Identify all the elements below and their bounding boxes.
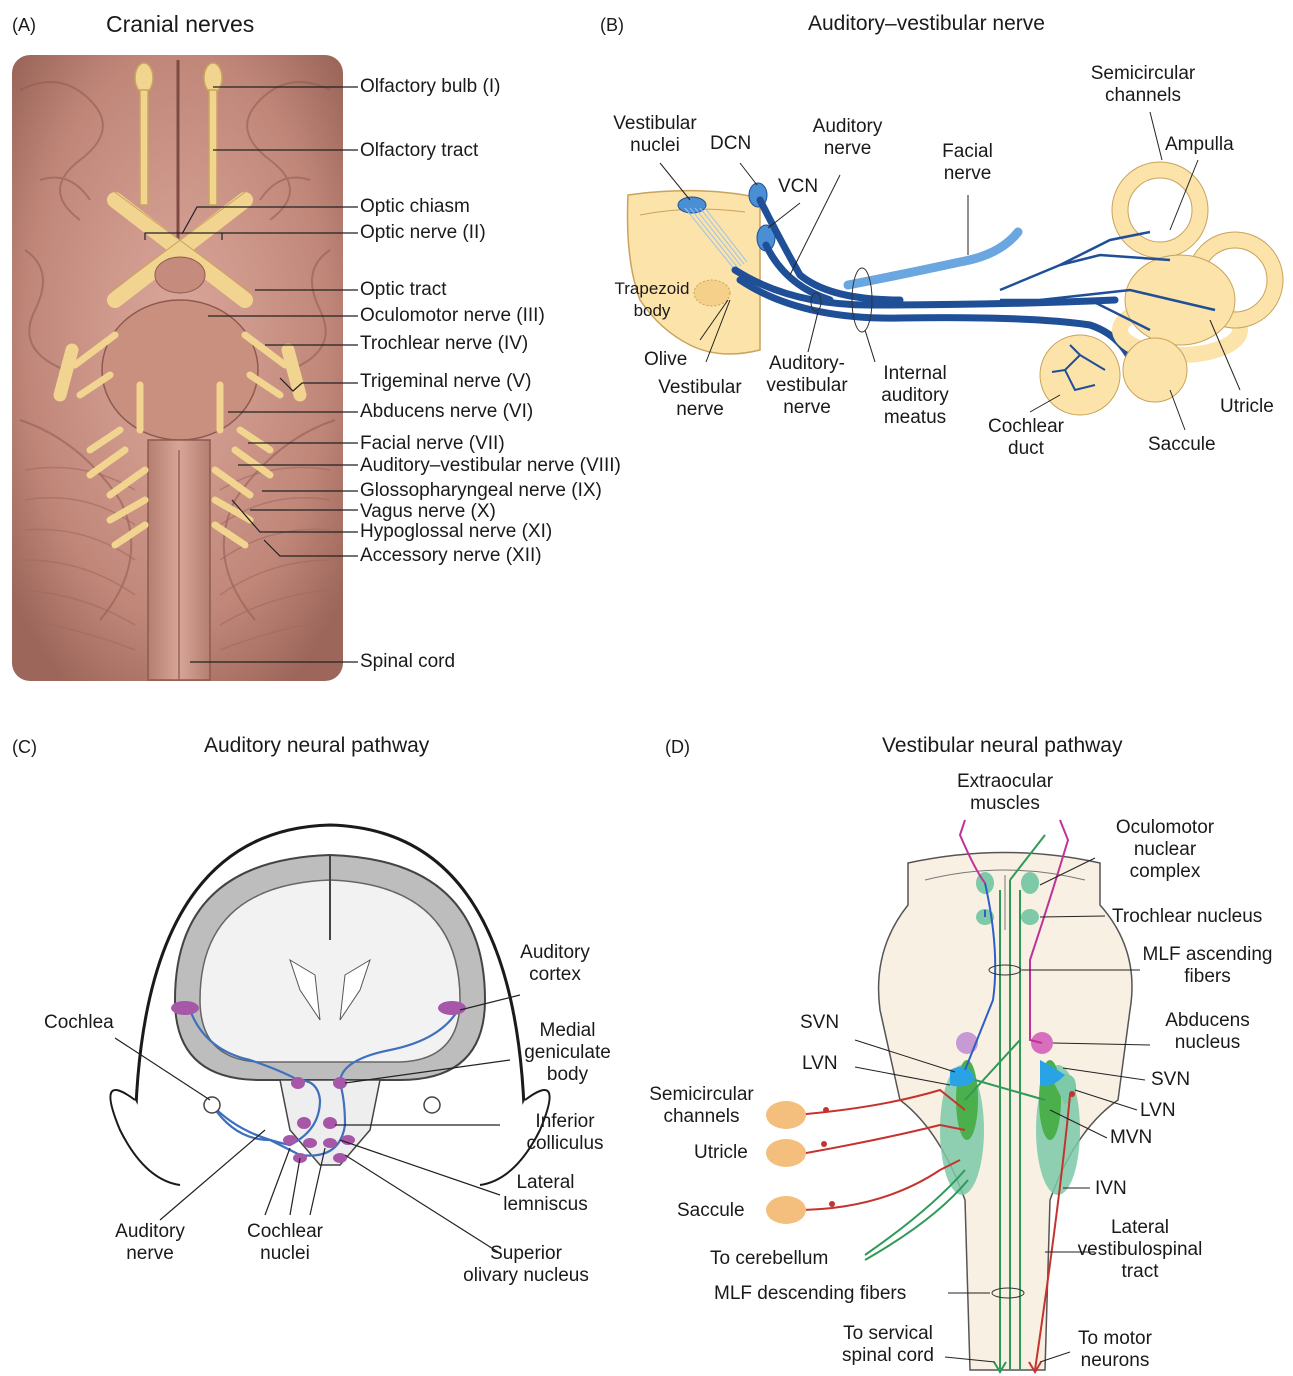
label-saccule-d: Saccule: [677, 1200, 745, 1222]
label-auditory-vestibular-nerve-b: Auditory- vestibular nerve: [752, 353, 862, 419]
label-abducens-nerve: Abducens nerve (VI): [360, 401, 533, 423]
label-facial-nerve: Facial nerve (VII): [360, 433, 505, 455]
label-utricle-b: Utricle: [1220, 396, 1274, 418]
panel-d-letter: (D): [665, 736, 690, 758]
label-vcn: VCN: [778, 176, 818, 198]
label-oculomotor-nerve: Oculomotor nerve (III): [360, 305, 545, 327]
label-trochlear-nucleus: Trochlear nucleus: [1112, 906, 1262, 928]
label-cochlear-duct: Cochlear duct: [976, 416, 1076, 460]
label-abducens-nucleus: Abducens nucleus: [1150, 1010, 1265, 1054]
facial-nerve-shape: [848, 232, 1018, 285]
panel-c-illustration: [110, 825, 549, 1185]
saccule-organ: [766, 1196, 806, 1224]
label-inferior-colliculus: Inferior colliculus: [505, 1111, 625, 1155]
label-olfactory-tract: Olfactory tract: [360, 140, 478, 162]
semicircular-organ: [766, 1101, 806, 1129]
label-glossopharyngeal-nerve: Glossopharyngeal nerve (IX): [360, 480, 602, 502]
mammillary-bodies: [155, 257, 205, 293]
label-facial-nerve-b: Facial nerve: [925, 141, 1010, 185]
panel-c-title: Auditory neural pathway: [204, 734, 429, 758]
label-lateral-lemniscus: Lateral lemniscus: [488, 1172, 603, 1216]
label-optic-tract: Optic tract: [360, 279, 447, 301]
label-saccule-b: Saccule: [1148, 434, 1216, 456]
label-olive: Olive: [644, 349, 687, 371]
label-olfactory-bulb: Olfactory bulb (I): [360, 76, 500, 98]
label-to-cerebellum: To cerebellum: [710, 1248, 828, 1270]
label-trapezoid-body: Trapezoid body: [602, 278, 702, 322]
label-auditory-cortex: Auditory cortex: [500, 942, 610, 986]
label-trigeminal-nerve: Trigeminal nerve (V): [360, 371, 531, 393]
label-svn-right: SVN: [1151, 1069, 1190, 1091]
utricle-organ: [766, 1139, 806, 1167]
label-auditory-nerve-c: Auditory nerve: [100, 1221, 200, 1265]
label-spinal-cord: Spinal cord: [360, 651, 455, 673]
label-semicircular-channels-b: Semicircular channels: [1078, 63, 1208, 107]
label-semicircular-channels-d: Semicircular channels: [634, 1084, 769, 1128]
label-optic-nerve: Optic nerve (II): [360, 222, 486, 244]
label-hypoglossal-nerve: Hypoglossal nerve (XI): [360, 521, 552, 543]
label-vagus-nerve: Vagus nerve (X): [360, 501, 496, 523]
right-cochlea-icon: [424, 1097, 440, 1113]
panel-c-letter: (C): [12, 736, 37, 758]
label-superior-olivary-nucleus: Superior olivary nucleus: [446, 1243, 606, 1287]
label-optic-chiasm: Optic chiasm: [360, 196, 470, 218]
label-cochlear-nuclei: Cochlear nuclei: [230, 1221, 340, 1265]
left-cochlea-icon: [204, 1097, 220, 1113]
label-trochlear-nerve: Trochlear nerve (IV): [360, 333, 528, 355]
panel-d-title: Vestibular neural pathway: [882, 734, 1123, 758]
pons: [102, 300, 258, 440]
label-lvn-right: LVN: [1140, 1100, 1176, 1122]
label-extraocular-muscles: Extraocular muscles: [940, 771, 1070, 815]
panel-a-brain-illustration: [12, 55, 343, 681]
utricle-shape: [1125, 255, 1235, 345]
label-medial-geniculate-body: Medial geniculate body: [505, 1020, 630, 1086]
label-utricle-d: Utricle: [694, 1142, 748, 1164]
label-mlf-ascending-fibers: MLF ascending fibers: [1130, 944, 1285, 988]
label-ampulla: Ampulla: [1165, 134, 1234, 156]
label-auditory-vestibular-nerve: Auditory–vestibular nerve (VIII): [360, 455, 621, 477]
label-lateral-vestibulospinal-tract: Lateral vestibulospinal tract: [1060, 1217, 1220, 1283]
label-to-servical-spinal-cord: To servical spinal cord: [828, 1323, 948, 1367]
label-ivn: IVN: [1095, 1178, 1127, 1200]
label-to-motor-neurons: To motor neurons: [1060, 1328, 1170, 1372]
panel-a-letter: (A): [12, 14, 36, 36]
label-accessory-nerve: Accessory nerve (XII): [360, 545, 542, 567]
cochlea-shape: [1040, 335, 1120, 415]
label-cochlea: Cochlea: [44, 1012, 114, 1034]
label-vestibular-nerve: Vestibular nerve: [650, 377, 750, 421]
label-auditory-nerve-b: Auditory nerve: [800, 116, 895, 160]
panel-a-title: Cranial nerves: [106, 12, 254, 36]
left-abducens-nucleus: [956, 1032, 978, 1054]
panel-b-title: Auditory–vestibular nerve: [808, 12, 1045, 36]
brainstem-outline: [879, 853, 1132, 1371]
label-internal-auditory-meatus: Internal auditory meatus: [865, 363, 965, 429]
saccule-shape: [1123, 338, 1187, 402]
label-lvn-left: LVN: [802, 1053, 838, 1075]
label-mlf-descending-fibers: MLF descending fibers: [714, 1283, 906, 1305]
label-svn-left: SVN: [800, 1012, 839, 1034]
label-mvn: MVN: [1110, 1127, 1152, 1149]
label-dcn: DCN: [710, 133, 751, 155]
panel-b-letter: (B): [600, 14, 624, 36]
label-oculomotor-nuclear-complex: Oculomotor nuclear complex: [1100, 817, 1230, 883]
label-vestibular-nuclei: Vestibular nuclei: [600, 113, 710, 157]
